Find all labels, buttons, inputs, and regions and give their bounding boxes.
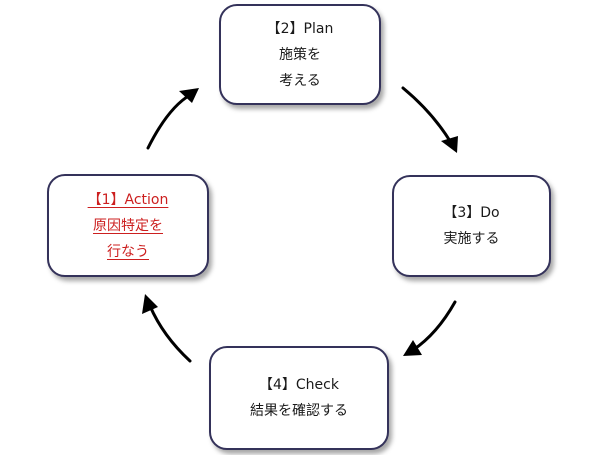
step-action-desc-1: 原因特定を <box>93 217 163 234</box>
step-do-desc: 実施する <box>443 231 500 247</box>
step-action-title: 【1】Action <box>87 191 169 208</box>
step-plan-desc-1: 施策を <box>279 46 321 63</box>
step-check-title: 【4】Check <box>259 377 339 393</box>
step-plan-desc-2: 考える <box>279 72 321 89</box>
step-do-title: 【3】Do <box>443 205 500 221</box>
arrow-plan-to-do <box>401 86 458 153</box>
step-check-box: 【4】Check 結果を確認する <box>209 346 389 450</box>
step-action-desc-2: 行なう <box>107 243 149 260</box>
step-action-box: 【1】Action 原因特定を 行なう <box>47 174 209 277</box>
step-do-box: 【3】Do 実施する <box>392 175 551 277</box>
step-plan-box: 【2】Plan 施策を 考える <box>219 4 381 105</box>
step-plan-title: 【2】Plan <box>266 20 334 37</box>
step-check-desc: 結果を確認する <box>250 403 348 419</box>
arrow-check-to-action <box>142 294 192 363</box>
arrow-do-to-check <box>403 300 457 356</box>
arrow-action-to-plan <box>146 88 199 150</box>
